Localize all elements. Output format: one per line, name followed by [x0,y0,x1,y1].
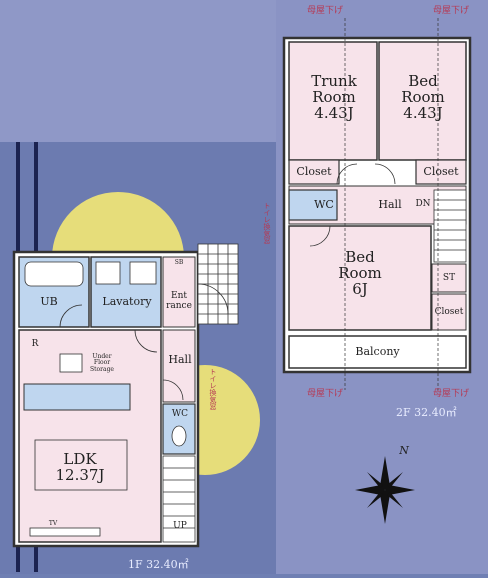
ceiling-note-left: 母屋下げ [306,6,343,16]
compass [355,456,415,524]
1f-toilet [171,425,187,447]
bed-room-top-size: 4.43J [403,103,443,122]
underfloor-line1: Under [92,353,112,360]
bed-room-bottom-name2: Room [338,263,382,282]
trunk-room-label: Trunk Room 4.43J [296,72,372,122]
ldk-name: LDK [63,450,97,468]
1f-stairs [162,455,196,543]
1f-hall-label: Hall [168,353,192,366]
ent-label: Ent [171,291,187,301]
underfloor-line3: Storage [90,365,114,373]
kitchen-counter [23,383,131,411]
ldk-size: 12.37J [55,465,105,484]
bed-room-top-name2: Room [401,87,445,106]
bed-room-bottom-size: 6J [352,279,368,298]
2f-closet-small-label: Closet [434,307,464,317]
rance-label: rance [166,301,192,311]
1f-toilet-window-note: トイレ換気窓 [209,368,217,410]
ldk-area [18,329,162,543]
bed-room-top-name: Bed [408,72,438,90]
sink [129,261,157,285]
2f-stairs [433,189,467,263]
2f-wc-label: WC [314,198,334,211]
2f-dn-label: DN [415,199,431,209]
balcony-label: Balcony [355,345,400,358]
tv-label: TV [48,520,58,527]
1f-hall-area [162,329,196,403]
ceiling-note-bottom-left: 母屋下げ [306,389,343,399]
1f-wc-label: WC [171,409,189,419]
trunk-room-name2: Room [312,87,356,106]
ub-label: UB [40,295,58,308]
underfloor-label: Under Floor Storage [84,353,120,373]
ceiling-note-bottom-right: 母屋下げ [432,389,469,399]
entrance-area [162,256,196,328]
bed-room-top-label: Bed Room 4.43J [385,72,461,122]
2f-area-label: 2F 32.40㎡ [396,406,457,419]
first-floor [12,243,239,548]
trunk-room-name: Trunk [311,72,357,90]
bed-room-bottom [288,225,432,331]
up-label: UP [173,521,187,531]
bed-room-bottom-name: Bed [345,248,375,266]
bathtub [24,261,84,287]
underfloor-line2: Floor [93,359,111,367]
bed-room-bottom-label: Bed Room 6J [322,248,398,298]
closet-right-area [415,159,467,185]
sb-label: SB [174,259,184,266]
tv-board [29,527,101,537]
lavatory-label: Lavatory [102,295,152,308]
2f-hall-label: Hall [378,198,402,211]
underfloor-box [59,353,83,373]
second-floor [282,18,472,390]
1f-area-label: 1F 32.40㎡ [128,558,189,571]
compass-north-label: N [399,444,409,457]
balcony [288,335,467,369]
washer [95,261,121,285]
r-label: R [31,339,39,349]
trunk-room-size: 4.43J [314,103,354,122]
2f-toilet-window-note: トイレ換気窓 [263,202,271,244]
porch-tiles [197,243,239,325]
ldk-label: LDK 12.37J [40,450,120,484]
closet-left-label: Closet [296,165,332,178]
sofa [34,439,128,491]
2f-st-label: ST [442,273,456,283]
ceiling-note-right: 母屋下げ [432,6,469,16]
upper-left-band [0,0,276,142]
closet-left-area [288,159,340,185]
closet-right-label: Closet [423,165,459,178]
2f-wc-area [288,189,338,221]
